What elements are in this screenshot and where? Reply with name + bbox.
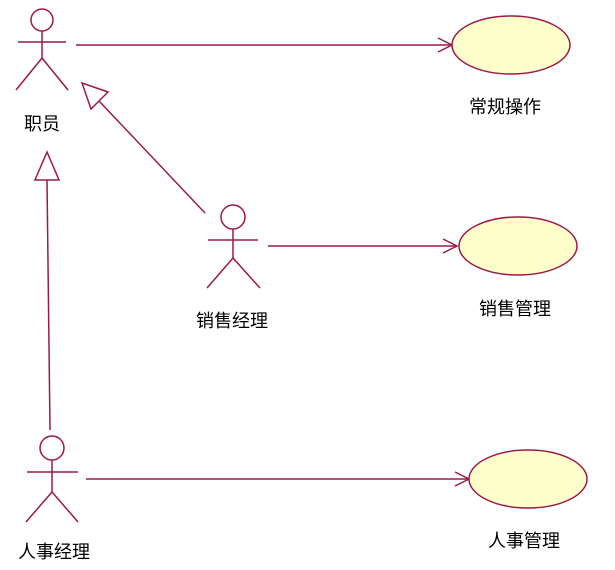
use-case-label: 常规操作 xyxy=(469,97,541,118)
generalization-sales-manager-to-staff xyxy=(80,81,206,214)
stick-figure-icon xyxy=(25,435,79,523)
use-case-ellipse xyxy=(468,449,588,509)
association-hr-manager-hr-mgmt xyxy=(86,471,471,487)
actor-sales-manager[interactable]: 销售经理 xyxy=(196,204,268,332)
actor-label: 人事经理 xyxy=(18,542,90,563)
stick-figure-icon xyxy=(15,8,69,91)
association-staff-routine-ops xyxy=(76,37,454,53)
use-case-routine-ops[interactable]: 常规操作 xyxy=(451,15,571,118)
association-sales-manager-sales-mgmt xyxy=(268,238,459,254)
use-case-sales-mgmt[interactable]: 销售管理 xyxy=(458,216,578,320)
use-case-label: 人事管理 xyxy=(488,531,560,552)
use-case-ellipse xyxy=(451,15,571,75)
use-case-ellipse xyxy=(458,216,578,276)
use-case-hr-mgmt[interactable]: 人事管理 xyxy=(468,449,588,552)
generalization-hr-manager-to-staff xyxy=(33,150,61,431)
actor-hr-manager[interactable]: 人事经理 xyxy=(18,435,90,563)
actor-label: 职员 xyxy=(24,114,60,135)
use-case-label: 销售管理 xyxy=(479,299,551,320)
actor-label: 销售经理 xyxy=(196,311,268,332)
actor-staff[interactable]: 职员 xyxy=(15,8,69,135)
stick-figure-icon xyxy=(206,204,261,289)
